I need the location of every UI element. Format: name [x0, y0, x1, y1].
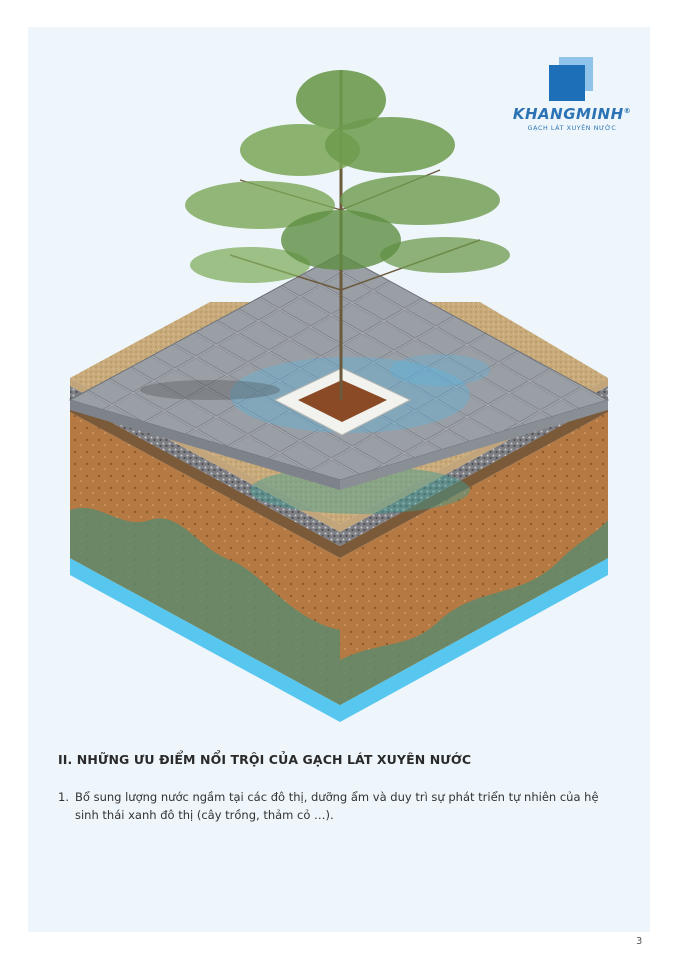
paving-cross-section-illustration [68, 70, 610, 722]
list-item-text: Bổ sung lượng nước ngầm tại các đô thị, … [75, 790, 599, 822]
brand-logo: KHANGMINH® GẠCH LÁT XUYÊN NƯỚC [511, 57, 633, 137]
page-number: 3 [636, 936, 643, 947]
section-heading: II. Những ưu điểm nổi trội của gạch lát … [58, 752, 472, 767]
tree-planter [273, 367, 412, 436]
list-item-number: 1. [58, 790, 69, 804]
tree [185, 70, 510, 400]
brand-name: KHANGMINH® [512, 105, 632, 123]
logo-mark-icon [549, 57, 593, 101]
brand-tagline: GẠCH LÁT XUYÊN NƯỚC [527, 125, 617, 132]
